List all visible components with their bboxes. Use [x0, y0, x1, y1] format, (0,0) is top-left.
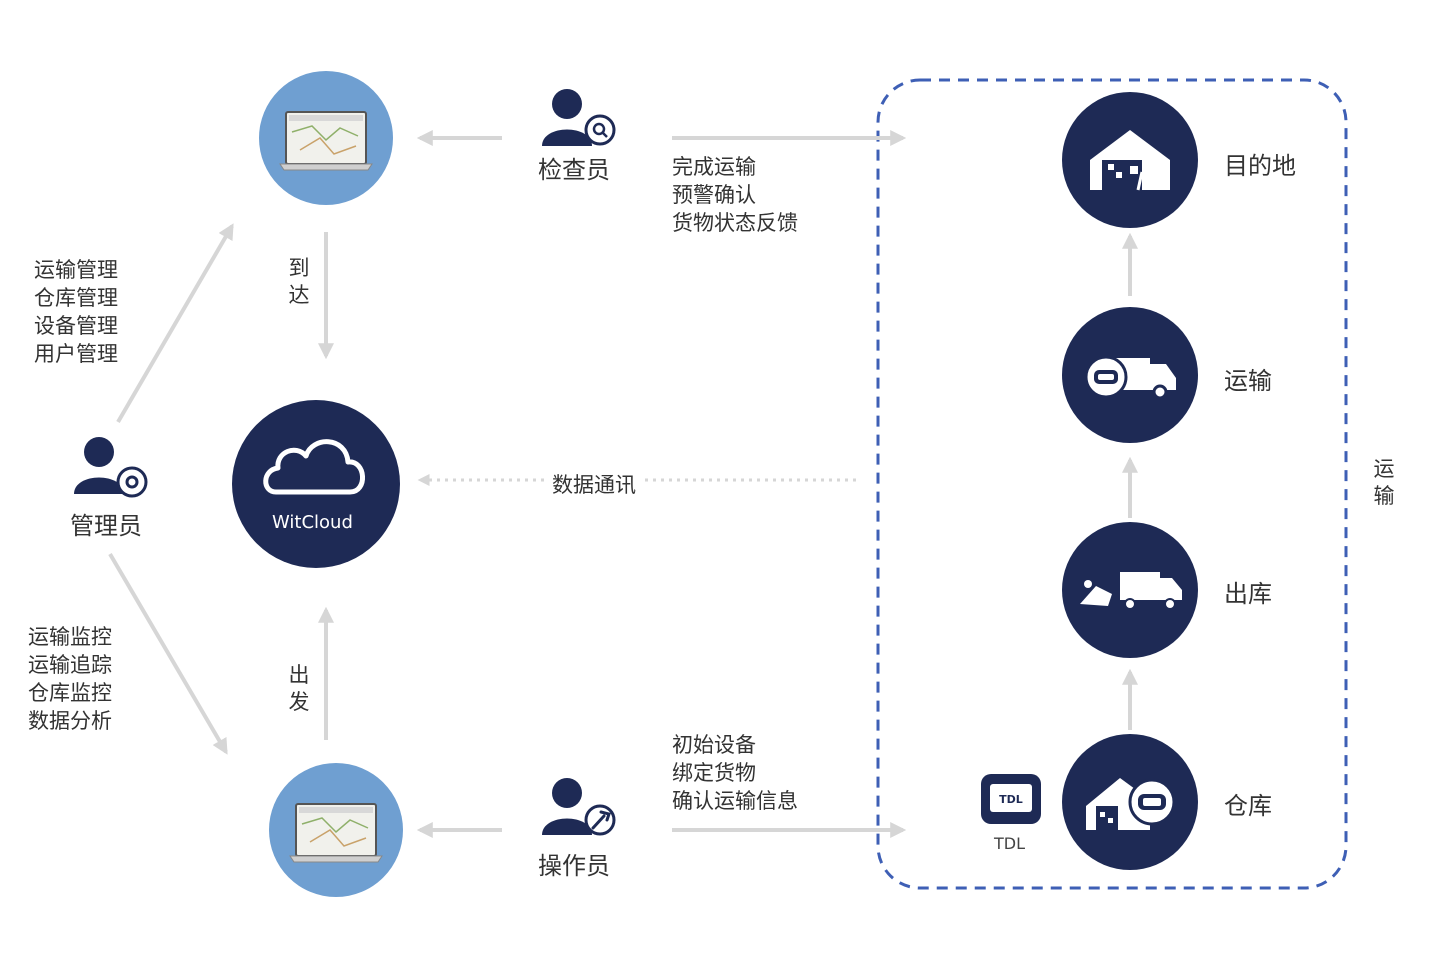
- user-search-icon: [542, 89, 616, 146]
- admin-tasks-bottom: 运输监控 运输追踪 仓库监控 数据分析: [28, 623, 112, 735]
- list-item: 绑定货物: [672, 761, 756, 785]
- laptop-map-icon: [259, 71, 393, 205]
- list-item: 设备管理: [34, 314, 118, 338]
- warehouse-door-icon: [1062, 92, 1198, 228]
- list-item: 运输监控: [28, 625, 112, 649]
- list-item: 仓库管理: [34, 286, 118, 310]
- tdl-device-icon: TDL: [981, 774, 1041, 824]
- inspector-label: 检查员: [538, 156, 610, 184]
- list-item: 确认运输信息: [672, 789, 798, 813]
- truck-loading-icon: [1062, 522, 1198, 658]
- user-gear-icon: [74, 437, 148, 498]
- stage-destination: 目的地: [1224, 152, 1296, 180]
- tdl-caption: TDL: [994, 834, 1026, 853]
- operator-tasks: 初始设备 绑定货物 确认运输信息: [672, 731, 798, 815]
- list-item: 数据分析: [28, 709, 112, 733]
- list-item: 仓库监控: [28, 681, 112, 705]
- admin-tasks-top: 运输管理 仓库管理 设备管理 用户管理: [34, 256, 118, 368]
- list-item: 运输管理: [34, 258, 118, 282]
- stage-transport: 运输: [1224, 367, 1272, 395]
- admin-label: 管理员: [70, 512, 142, 540]
- data-comm-label: 数据通讯: [548, 469, 640, 499]
- list-item: 完成运输: [672, 155, 756, 179]
- arrow-admin-to-bottom-laptop: [108, 552, 228, 755]
- operator-label: 操作员: [538, 852, 610, 880]
- list-item: 运输追踪: [28, 653, 112, 677]
- arrive-label: 到 达: [288, 256, 310, 307]
- list-item: 初始设备: [672, 733, 756, 757]
- warehouse-tracker-icon: [1062, 734, 1198, 870]
- cloud-label: WitCloud: [272, 512, 353, 533]
- truck-tracker-icon: [1062, 307, 1198, 443]
- user-wrench-icon: [542, 778, 616, 836]
- tdl-device-text: TDL: [999, 793, 1023, 806]
- boundary-label: 运 输: [1373, 457, 1395, 508]
- list-item: 货物状态反馈: [672, 211, 798, 235]
- list-item: 用户管理: [34, 342, 118, 366]
- transport-boundary: [876, 78, 1348, 890]
- depart-label: 出 发: [288, 663, 310, 714]
- stage-outbound: 出库: [1224, 580, 1272, 608]
- laptop-map-icon: [269, 763, 403, 897]
- cloud-icon: [232, 400, 400, 568]
- list-item: 预警确认: [672, 183, 756, 207]
- arrow-admin-to-top-laptop: [116, 223, 234, 424]
- inspector-tasks: 完成运输 预警确认 货物状态反馈: [672, 153, 798, 237]
- stage-warehouse: 仓库: [1224, 792, 1272, 820]
